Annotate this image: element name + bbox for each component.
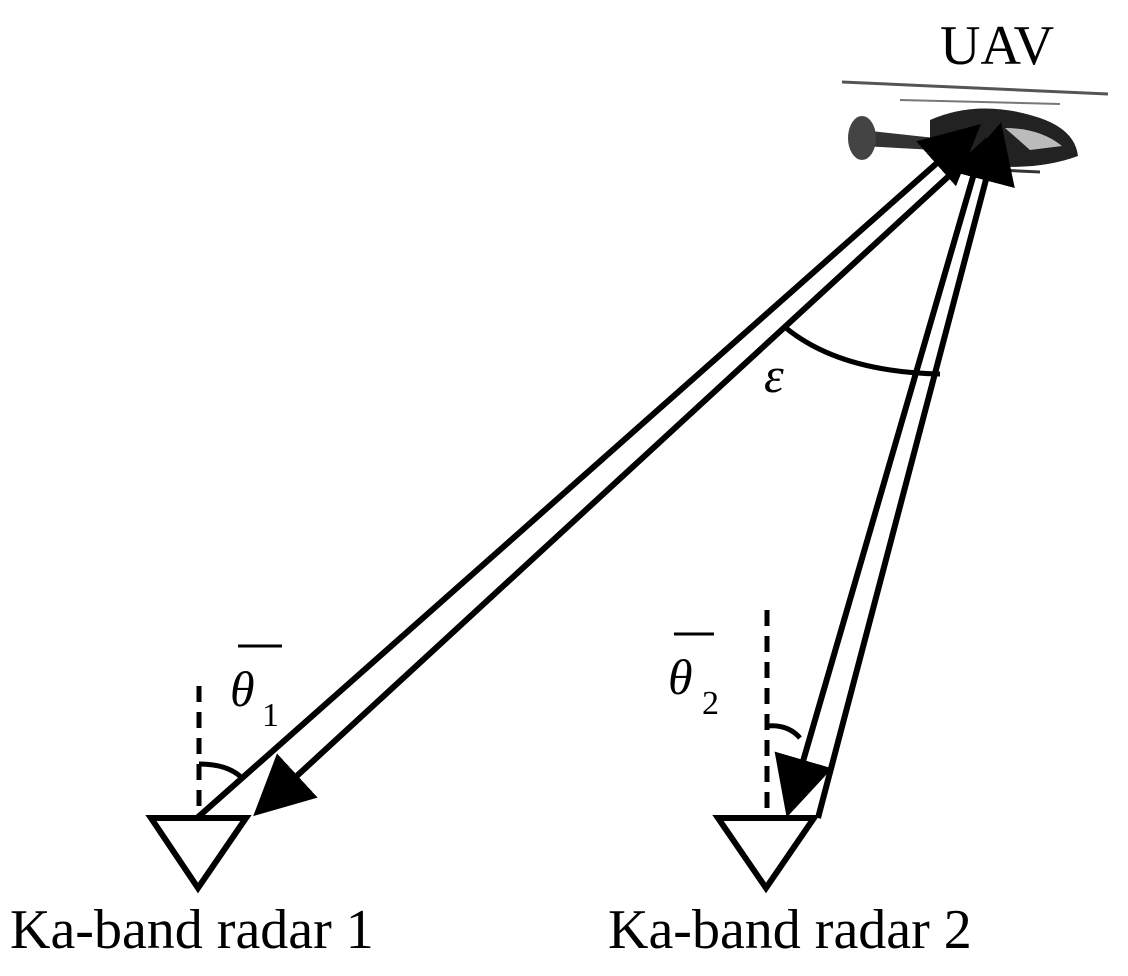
theta1-symbol: θ (230, 661, 255, 717)
epsilon-angle-arc (784, 326, 941, 377)
epsilon-label: ε (764, 347, 784, 403)
beam-radar2-outgoing (815, 122, 1015, 819)
helicopter-icon (841, 80, 1109, 174)
triangle-down-icon (712, 815, 820, 894)
beam-radar1-outgoing (195, 124, 981, 821)
theta2-symbol: θ (668, 649, 693, 705)
uav-label: UAV (940, 15, 1054, 77)
radar2-label: Ka-band radar 2 (608, 899, 972, 961)
triangle-down-icon (145, 815, 252, 894)
beam-radar2-return (774, 145, 985, 818)
beam-radar1-return (253, 137, 991, 817)
theta1-angle-arc (198, 761, 244, 780)
theta2-subscript: 2 (702, 685, 719, 722)
radar1-label: Ka-band radar 1 (10, 899, 374, 961)
theta1-subscript: 1 (262, 697, 279, 734)
theta2-angle-arc (766, 723, 802, 740)
